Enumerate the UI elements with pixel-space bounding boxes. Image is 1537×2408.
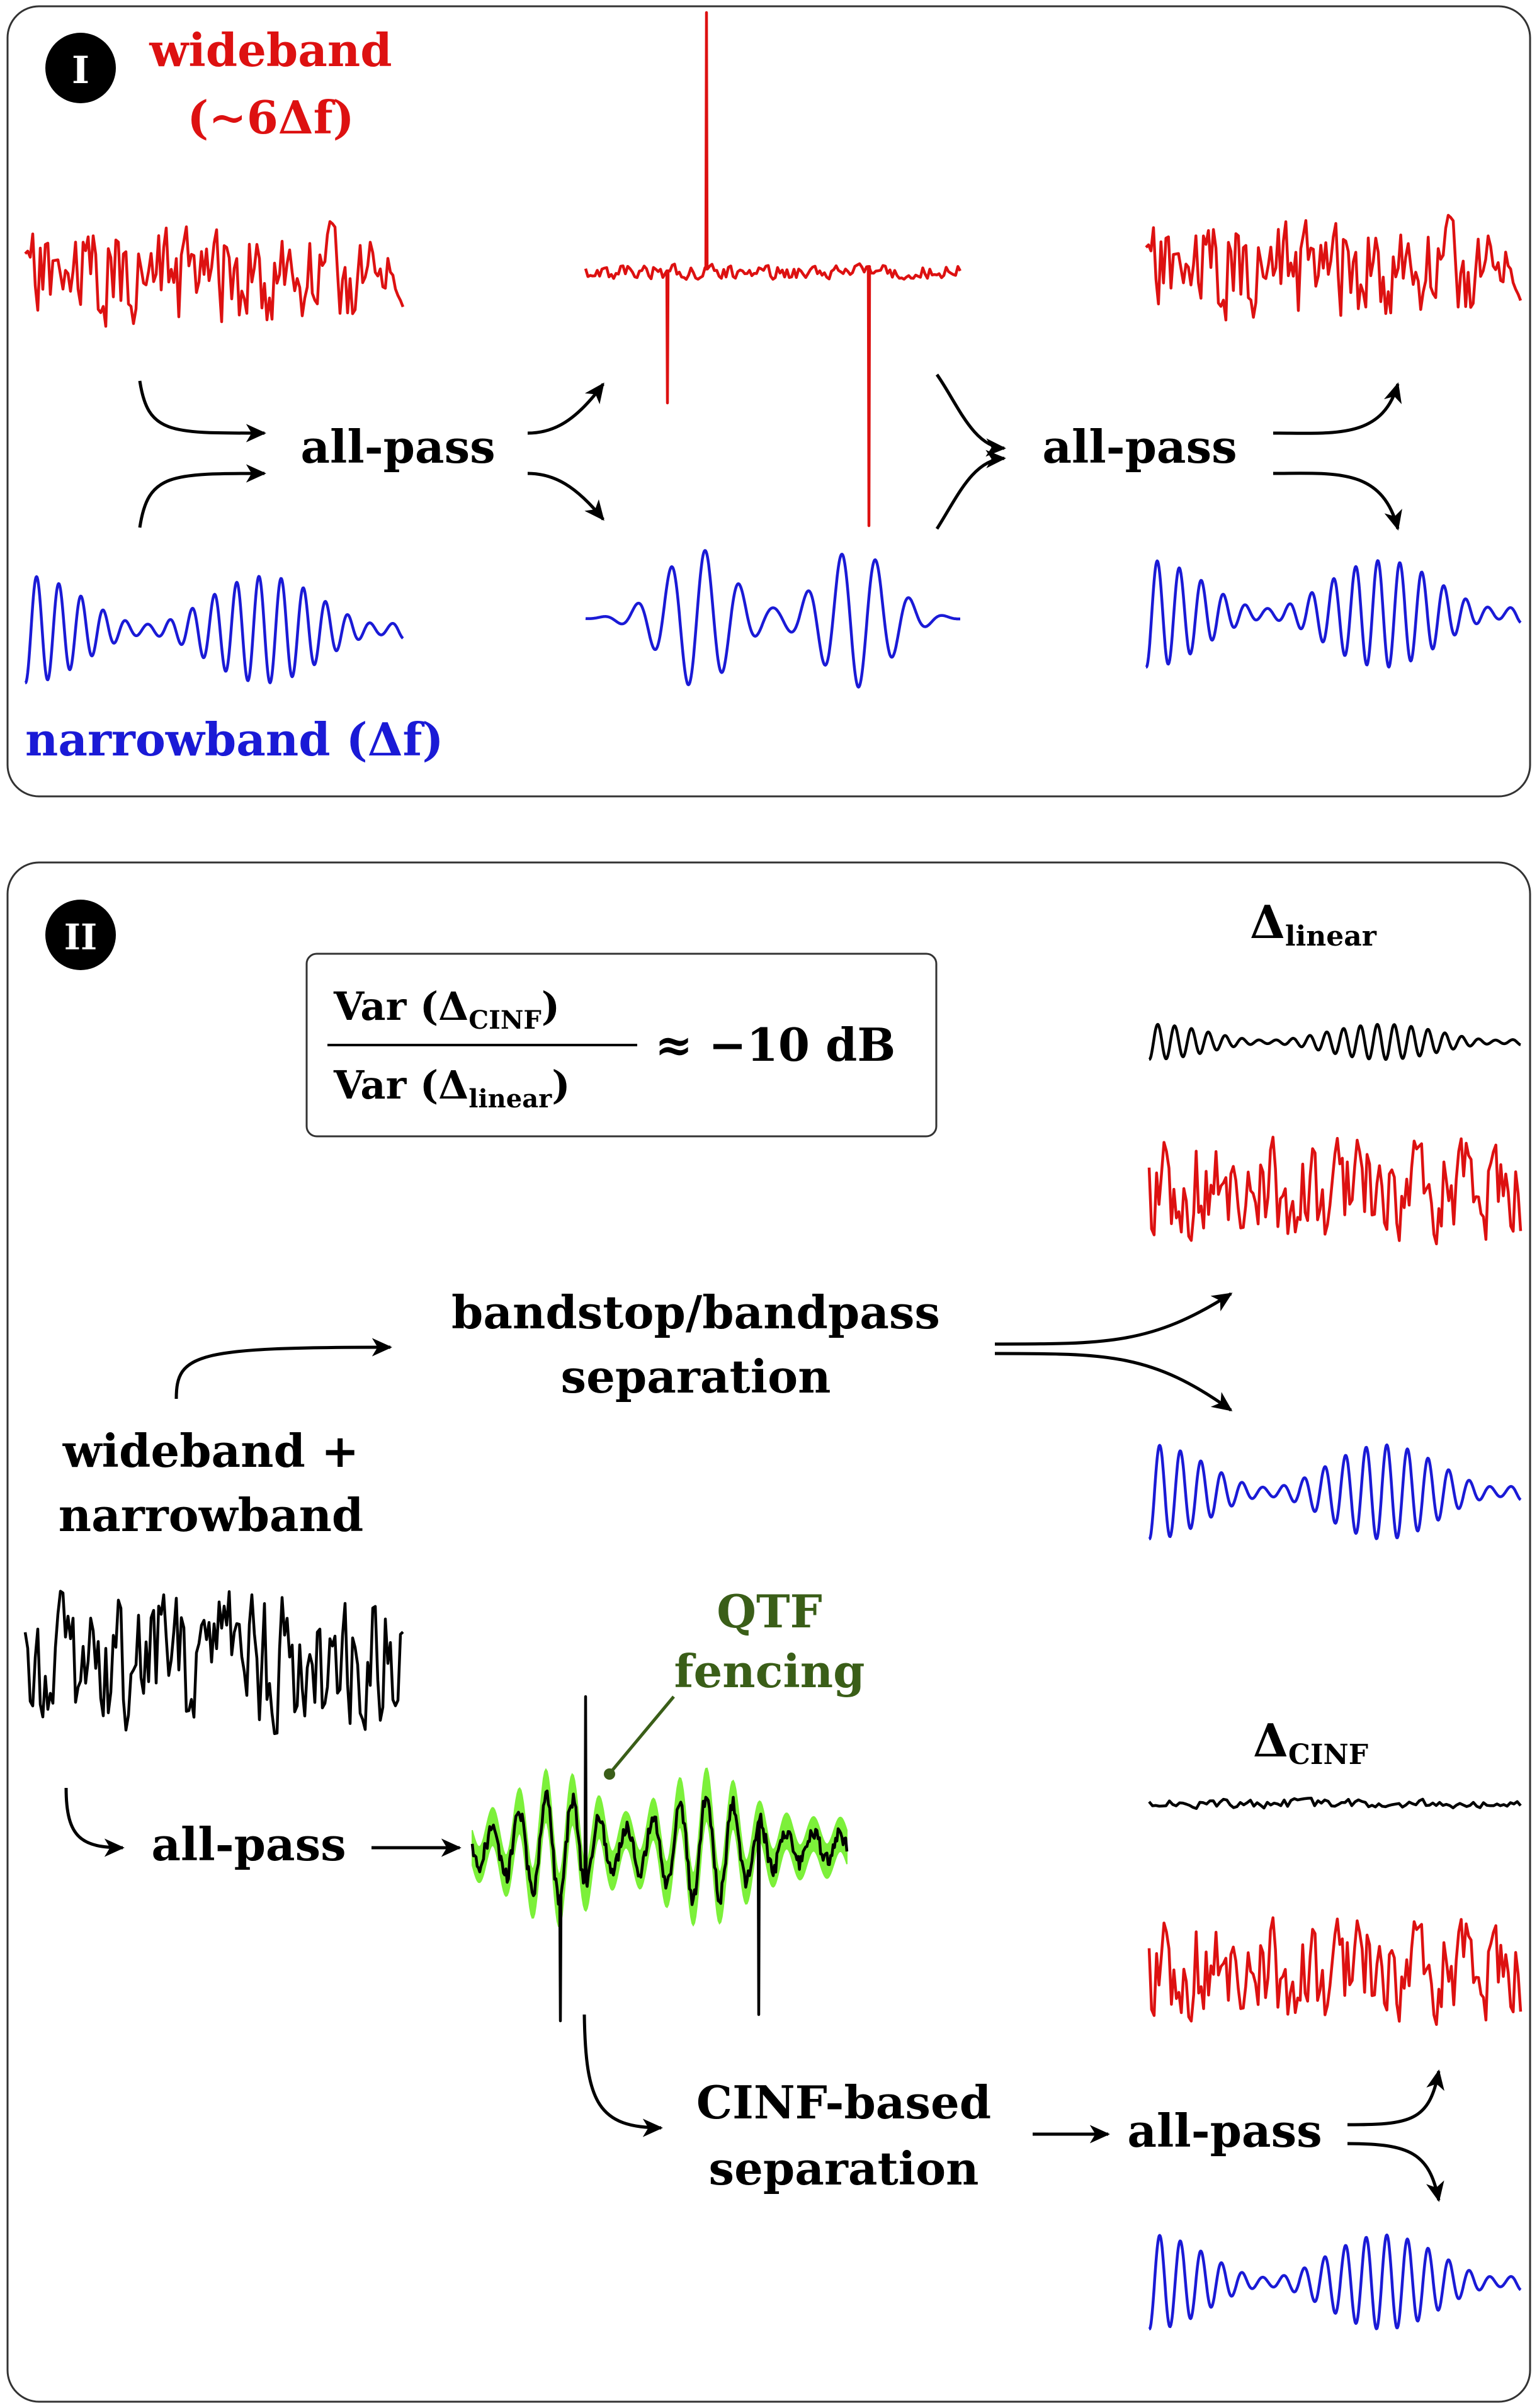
delta-cinf-label: ΔCINF (1253, 1714, 1368, 1771)
allpass-left-label: all-pass (300, 420, 495, 473)
arrow-spectrum-to-allpass-red (935, 373, 1006, 457)
allpass-output-label: all-pass (1127, 2104, 1322, 2157)
formula-numerator: Var (ΔCINF) (333, 983, 560, 1035)
qtf-pointer-line (610, 1695, 675, 1773)
arrow-allpass-to-wideband-out (1273, 382, 1402, 435)
bandstop-bandpass-separation-label: separation (561, 1350, 831, 1403)
qtf-pointer-dot (604, 1768, 615, 1780)
bandstop-bandpass-label: bandstop/bandpass (451, 1286, 940, 1339)
arrow-input-to-bandstop (174, 1338, 392, 1399)
wideband-output-waveform (1145, 213, 1523, 322)
wideband-bandwidth-label: (∼6Δf) (187, 91, 354, 144)
narrowband-allpass-waveform (584, 549, 961, 689)
narrowband-output-waveform (1145, 559, 1522, 669)
allpass-input-label: all-pass (151, 1817, 346, 1871)
cinf-based-label: CINF-based (696, 2076, 991, 2129)
wideband-linear-output-waveform (1147, 1136, 1523, 1246)
arrow-allpass-to-narrowband-out (1273, 472, 1402, 531)
wideband-input-waveform (24, 220, 405, 328)
arrow-bandstop-to-narrowband (994, 1352, 1233, 1412)
panel-2-badge-label: II (64, 917, 97, 958)
panel-1-badge (45, 33, 116, 103)
panel-1-frame (6, 5, 1531, 798)
variance-ratio-formula: Var (ΔCINF) Var (Δlinear) ≈ −10 dB (305, 952, 938, 1138)
wideband-allpass-waveform (584, 11, 961, 528)
wideband-label: wideband (149, 23, 392, 77)
allpass-right-label: all-pass (1042, 420, 1237, 473)
arrow-allpass-to-spectrum-blue (527, 472, 604, 521)
formula-denominator: Var (Δlinear) (333, 1062, 570, 1114)
input-label-line2: narrowband (59, 1488, 364, 1542)
fencing-label: fencing (674, 1644, 865, 1698)
qtf-label: QTF (717, 1585, 822, 1638)
wideband-cinf-output-waveform (1147, 1916, 1523, 2026)
arrow-fencing-to-cinf (582, 2014, 663, 2137)
panel-2-badge (45, 900, 116, 970)
panel-2-frame (6, 861, 1531, 2403)
delta-cinf-waveform (1148, 1797, 1522, 1810)
arrow-allpass-to-narrowband-cinf (1347, 2142, 1444, 2202)
panel-1-badge-label: I (72, 48, 89, 93)
narrowband-linear-output-waveform (1148, 1443, 1522, 1540)
arrow-allpass-to-spectrum-red (527, 382, 605, 435)
narrowband-input-waveform (24, 575, 404, 684)
formula-result: ≈ −10 dB (655, 1018, 895, 1071)
narrowband-label: narrowband (Δf) (25, 713, 444, 766)
arrow-wideband-to-allpass (138, 380, 266, 443)
allpass-mixture-waveform (470, 1695, 849, 2023)
delta-linear-waveform (1148, 1022, 1522, 1061)
arrow-mixture-to-allpass (64, 1787, 125, 1857)
narrowband-cinf-output-waveform (1148, 2233, 1522, 2331)
mixture-input-waveform (23, 1590, 404, 1736)
input-label-line1: wideband + (62, 1424, 360, 1478)
arrow-bandstop-to-wideband (994, 1292, 1233, 1346)
arrow-spectrum-to-allpass-blue (935, 449, 1006, 530)
arrow-allpass-to-wideband-cinf (1347, 2069, 1444, 2127)
delta-linear-label: Δlinear (1250, 895, 1377, 952)
arrow-narrowband-to-allpass (138, 464, 266, 528)
cinf-separation-label: separation (709, 2142, 979, 2195)
